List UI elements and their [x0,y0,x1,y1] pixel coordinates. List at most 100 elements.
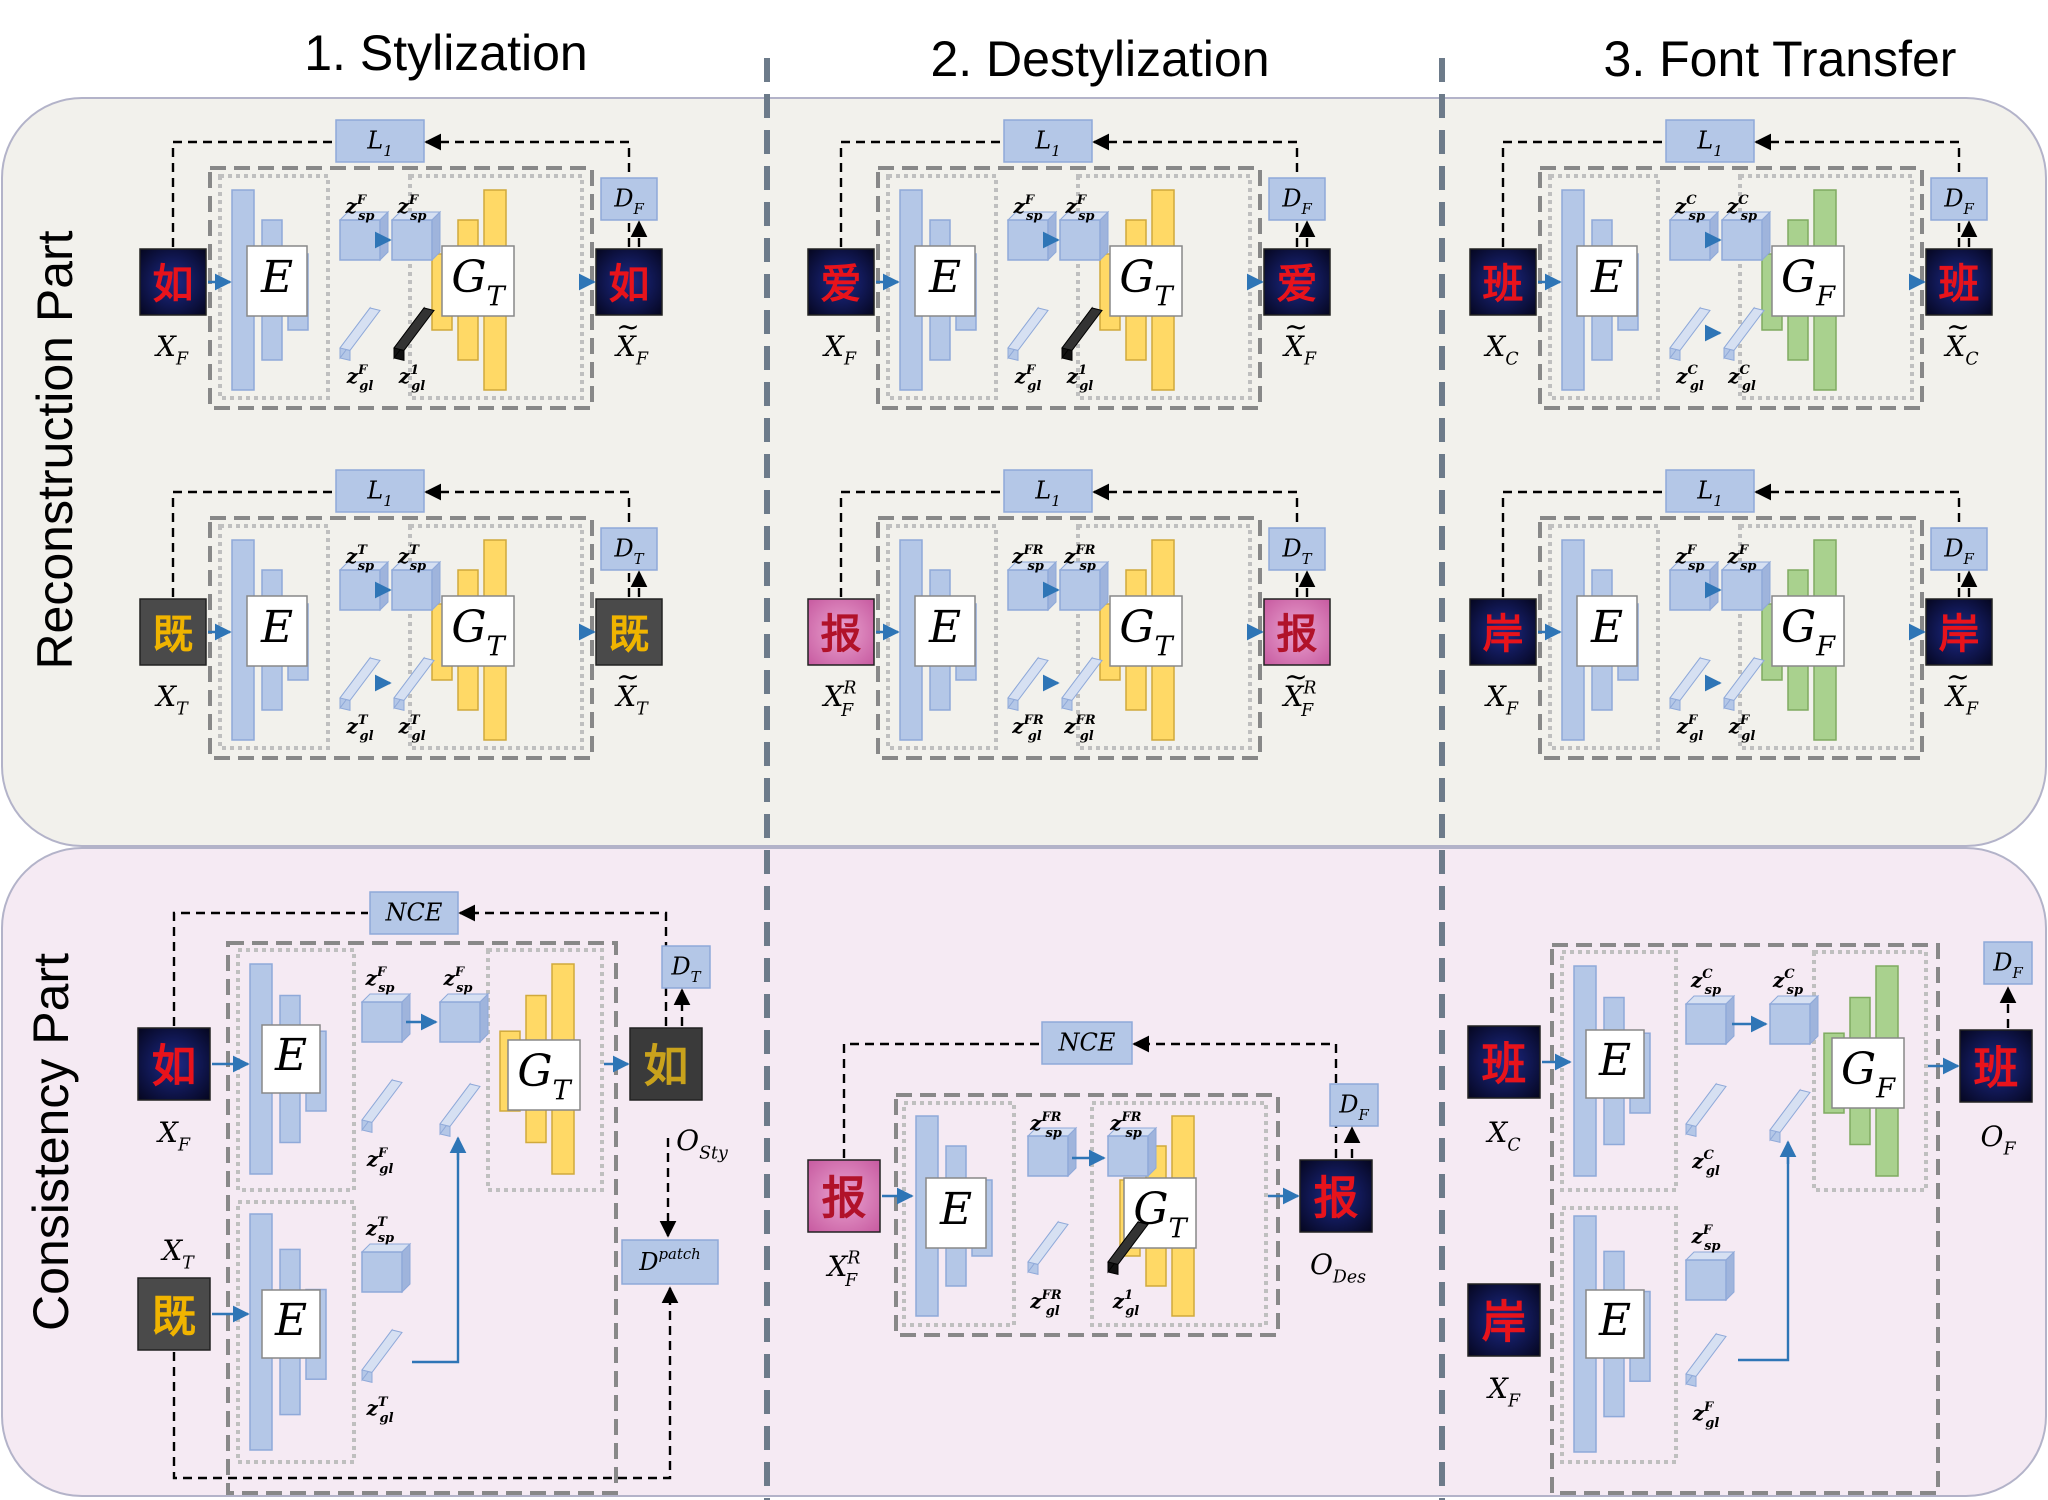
row-label-reconstruction: Reconstruction Part [27,230,83,669]
loss-box-label-sub: 1 [1051,142,1060,160]
gl-route [412,1140,460,1364]
loss-box [335,469,425,513]
z-sp-out-cube [1721,569,1763,611]
z-gl-in-label-sup: F [1025,363,1036,378]
loss-box-label-sub: 1 [1713,142,1722,160]
discriminator-box-label-base: D [1992,949,2012,977]
z-gl-in-label-z: z [346,364,359,388]
discriminator-box-label: DF [1338,1091,1369,1124]
encoder-box [1576,245,1638,317]
z-sp-second-label-z: z [1690,1224,1703,1248]
generator-box-label: GT [1119,252,1174,312]
discriminator-box [1268,177,1326,221]
output-label: XF [1944,680,1979,719]
output-label: XF [614,330,649,369]
generator-box-label-base: G [1781,252,1816,303]
patch-discriminator-box-label-base: D [638,1248,658,1276]
input-label-base: X [154,680,177,713]
z-sp-out-label-sub: sp [1787,983,1803,998]
z-sp-out-label-sub: sp [1741,209,1757,224]
generator-box-label: GT [451,602,506,662]
z-sp-second-label-sub: sp [378,1231,394,1246]
z-gl-in-label-sub: gl [1689,729,1703,744]
z-gl-out-label-z: z [1063,714,1076,738]
outer-dashed-box [1550,943,1940,1495]
z-sp-second-cube-side [1725,1250,1735,1302]
z-sp-out-cube [1721,219,1763,261]
z-sp-out-label-z: z [396,194,409,218]
z-gl-out-label-sup: C [1739,363,1750,378]
generator-box-label: GF [1781,252,1836,312]
second-input-label-sub: F [1507,1391,1521,1411]
input-tile-glyph: 班 [1483,260,1524,308]
loss-box-label-base: L [1034,127,1051,155]
generator-box-label-sub: T [1154,631,1174,662]
input-label-base: X [1485,1116,1508,1149]
second-input-label-sub: T [182,1253,195,1273]
z-gl-out-label-sub: gl [1079,379,1093,394]
nce-box-label-base: NCE [385,899,443,927]
discriminator-box [1930,527,1988,571]
input-label: XC [1485,1116,1520,1155]
input-tile [807,1159,881,1233]
generator-box [1109,245,1183,317]
generator-box-label-sub: F [1815,281,1836,312]
output-tile-glyph: 报 [1277,610,1318,658]
loss-box-label: L1 [366,127,392,160]
generator-box-label-base: G [1841,1044,1876,1095]
encoder-box-label: E [928,602,961,653]
input-label-base: X [822,330,845,363]
z-sp-in-cube-side [401,992,411,1044]
z-sp-in-cube [1007,219,1049,261]
input-tile [1467,1025,1541,1099]
output-tile-glyph: 班 [1939,260,1980,308]
loss-box-label-sub: 1 [1713,492,1722,510]
generator-box-label-sub: T [486,281,506,312]
z-sp-out-label-sup: F [1076,193,1087,208]
output-label-base: X [1943,330,1966,363]
z-sp-out-cube [391,219,433,261]
encoder-box-1 [1585,1029,1645,1099]
z-sp-in-label-z: z [1690,968,1703,992]
z-gl-out-label-sup: T [410,713,421,728]
encoder-box-label-base: E [928,602,961,653]
z-gl-in-bar [1007,657,1049,701]
input-label: XF [156,1116,191,1155]
z-gl-in-bar [361,1079,403,1123]
z-gl-in-label-sup: F [377,1146,388,1161]
z-sp-out-cube-side [1761,210,1771,262]
loss-box [335,119,425,163]
input-tile-glyph: 岸 [1483,610,1524,658]
second-input-tile-glyph: 既 [152,1290,197,1342]
z-sp-out-cube [1059,569,1101,611]
column-title-font-transfer: 3. Font Transfer [1604,31,1957,87]
z-gl-second-label-sup: T [378,1395,389,1410]
output-label-sup: R [1302,678,1316,698]
input-label-base: X [1484,680,1507,713]
z-gl-in-bar [1685,1083,1727,1127]
generator-dotted-box [1090,1101,1268,1327]
loss-box-label: L1 [1034,127,1060,160]
output-label-sub: C [1965,349,1978,369]
encoder-box-label: E [939,1184,972,1235]
z-gl-out-bar [439,1083,481,1127]
nce-box-label: NCE [1058,1029,1116,1057]
generator-box-label: GT [1119,602,1174,662]
input-tile-glyph: 既 [153,610,194,658]
generator-box-label-base: G [1119,602,1154,653]
encoder-dotted-box [218,174,330,400]
z-gl-in-label-sub: gl [1027,379,1041,394]
z-sp-in-cube-side [379,210,389,262]
z-gl-in-label-sub: gl [359,379,373,394]
nce-box-label: NCE [385,899,443,927]
z-gl-in-label-z: z [1675,364,1688,388]
output-label-sub: F [2002,1139,2016,1159]
z-sp-second-label-sup: F [1702,1223,1713,1238]
generator-box-label-base: G [517,1046,552,1097]
